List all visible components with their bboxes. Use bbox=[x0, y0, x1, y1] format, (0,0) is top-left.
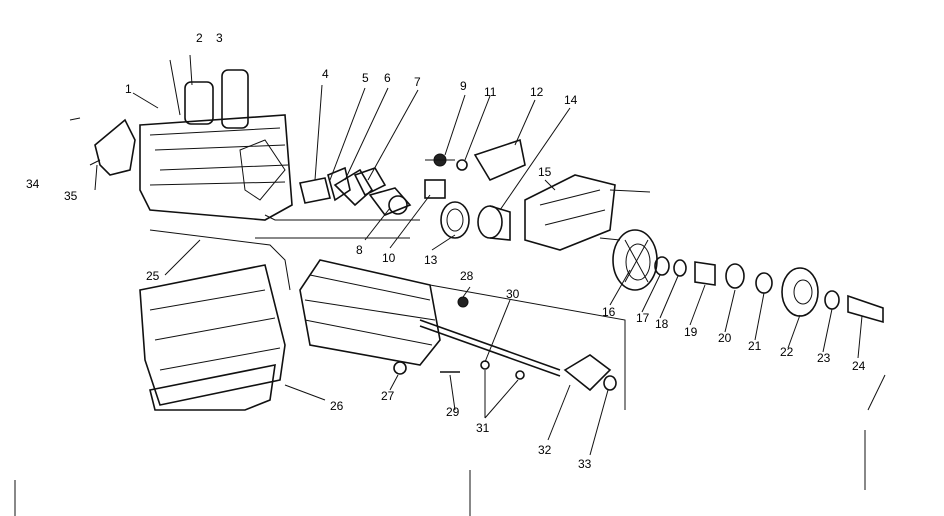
label-8: 8 bbox=[356, 243, 363, 257]
label-1: 1 bbox=[125, 82, 132, 96]
small-parts-lower bbox=[393, 296, 525, 380]
bracket-12 bbox=[473, 138, 526, 182]
leader-lines bbox=[14, 84, 886, 516]
shaft-components bbox=[654, 256, 884, 324]
label-24: 24 bbox=[852, 359, 866, 373]
label-26: 26 bbox=[330, 399, 344, 413]
gasket-13 bbox=[440, 201, 470, 239]
assembly-outline bbox=[429, 284, 626, 410]
bracket-32-33 bbox=[563, 354, 617, 392]
label-9: 9 bbox=[460, 79, 467, 93]
bushing-14 bbox=[477, 205, 511, 241]
label-14: 14 bbox=[564, 93, 578, 107]
wire-25 bbox=[149, 229, 291, 291]
label-13: 13 bbox=[424, 253, 438, 267]
label-18: 18 bbox=[655, 317, 669, 331]
label-12: 12 bbox=[530, 85, 544, 99]
label-17: 17 bbox=[636, 311, 650, 325]
label-5: 5 bbox=[362, 71, 369, 85]
label-35: 35 bbox=[64, 189, 78, 203]
label-16: 16 bbox=[602, 305, 616, 319]
part-labels: 1 2 3 4 5 6 7 8 9 10 11 12 13 14 15 16 1… bbox=[26, 31, 866, 471]
drum-assembly bbox=[299, 259, 561, 377]
bracket-35 bbox=[69, 117, 136, 176]
label-20: 20 bbox=[718, 331, 732, 345]
label-15: 15 bbox=[538, 165, 552, 179]
label-22: 22 bbox=[780, 345, 794, 359]
housing-15 bbox=[524, 174, 651, 251]
label-34: 34 bbox=[26, 177, 40, 191]
mounting-plates bbox=[299, 166, 387, 207]
label-6: 6 bbox=[384, 71, 391, 85]
label-33: 33 bbox=[578, 457, 592, 471]
label-29: 29 bbox=[446, 405, 460, 419]
label-11: 11 bbox=[484, 85, 497, 99]
small-parts-upper bbox=[368, 153, 468, 216]
label-30: 30 bbox=[506, 287, 520, 301]
label-10: 10 bbox=[382, 251, 396, 265]
wheel-16 bbox=[612, 229, 658, 291]
label-31: 31 bbox=[476, 421, 490, 435]
label-27: 27 bbox=[381, 389, 395, 403]
label-4: 4 bbox=[322, 67, 329, 81]
label-25: 25 bbox=[146, 269, 160, 283]
chassis-plate-26 bbox=[139, 264, 286, 411]
chassis-assembly bbox=[139, 54, 420, 239]
label-19: 19 bbox=[684, 325, 698, 339]
label-32: 32 bbox=[538, 443, 552, 457]
label-2: 2 bbox=[196, 31, 203, 45]
label-3: 3 bbox=[216, 31, 223, 45]
label-23: 23 bbox=[817, 351, 831, 365]
label-21: 21 bbox=[748, 339, 762, 353]
label-28: 28 bbox=[460, 269, 474, 283]
label-7: 7 bbox=[414, 75, 421, 89]
